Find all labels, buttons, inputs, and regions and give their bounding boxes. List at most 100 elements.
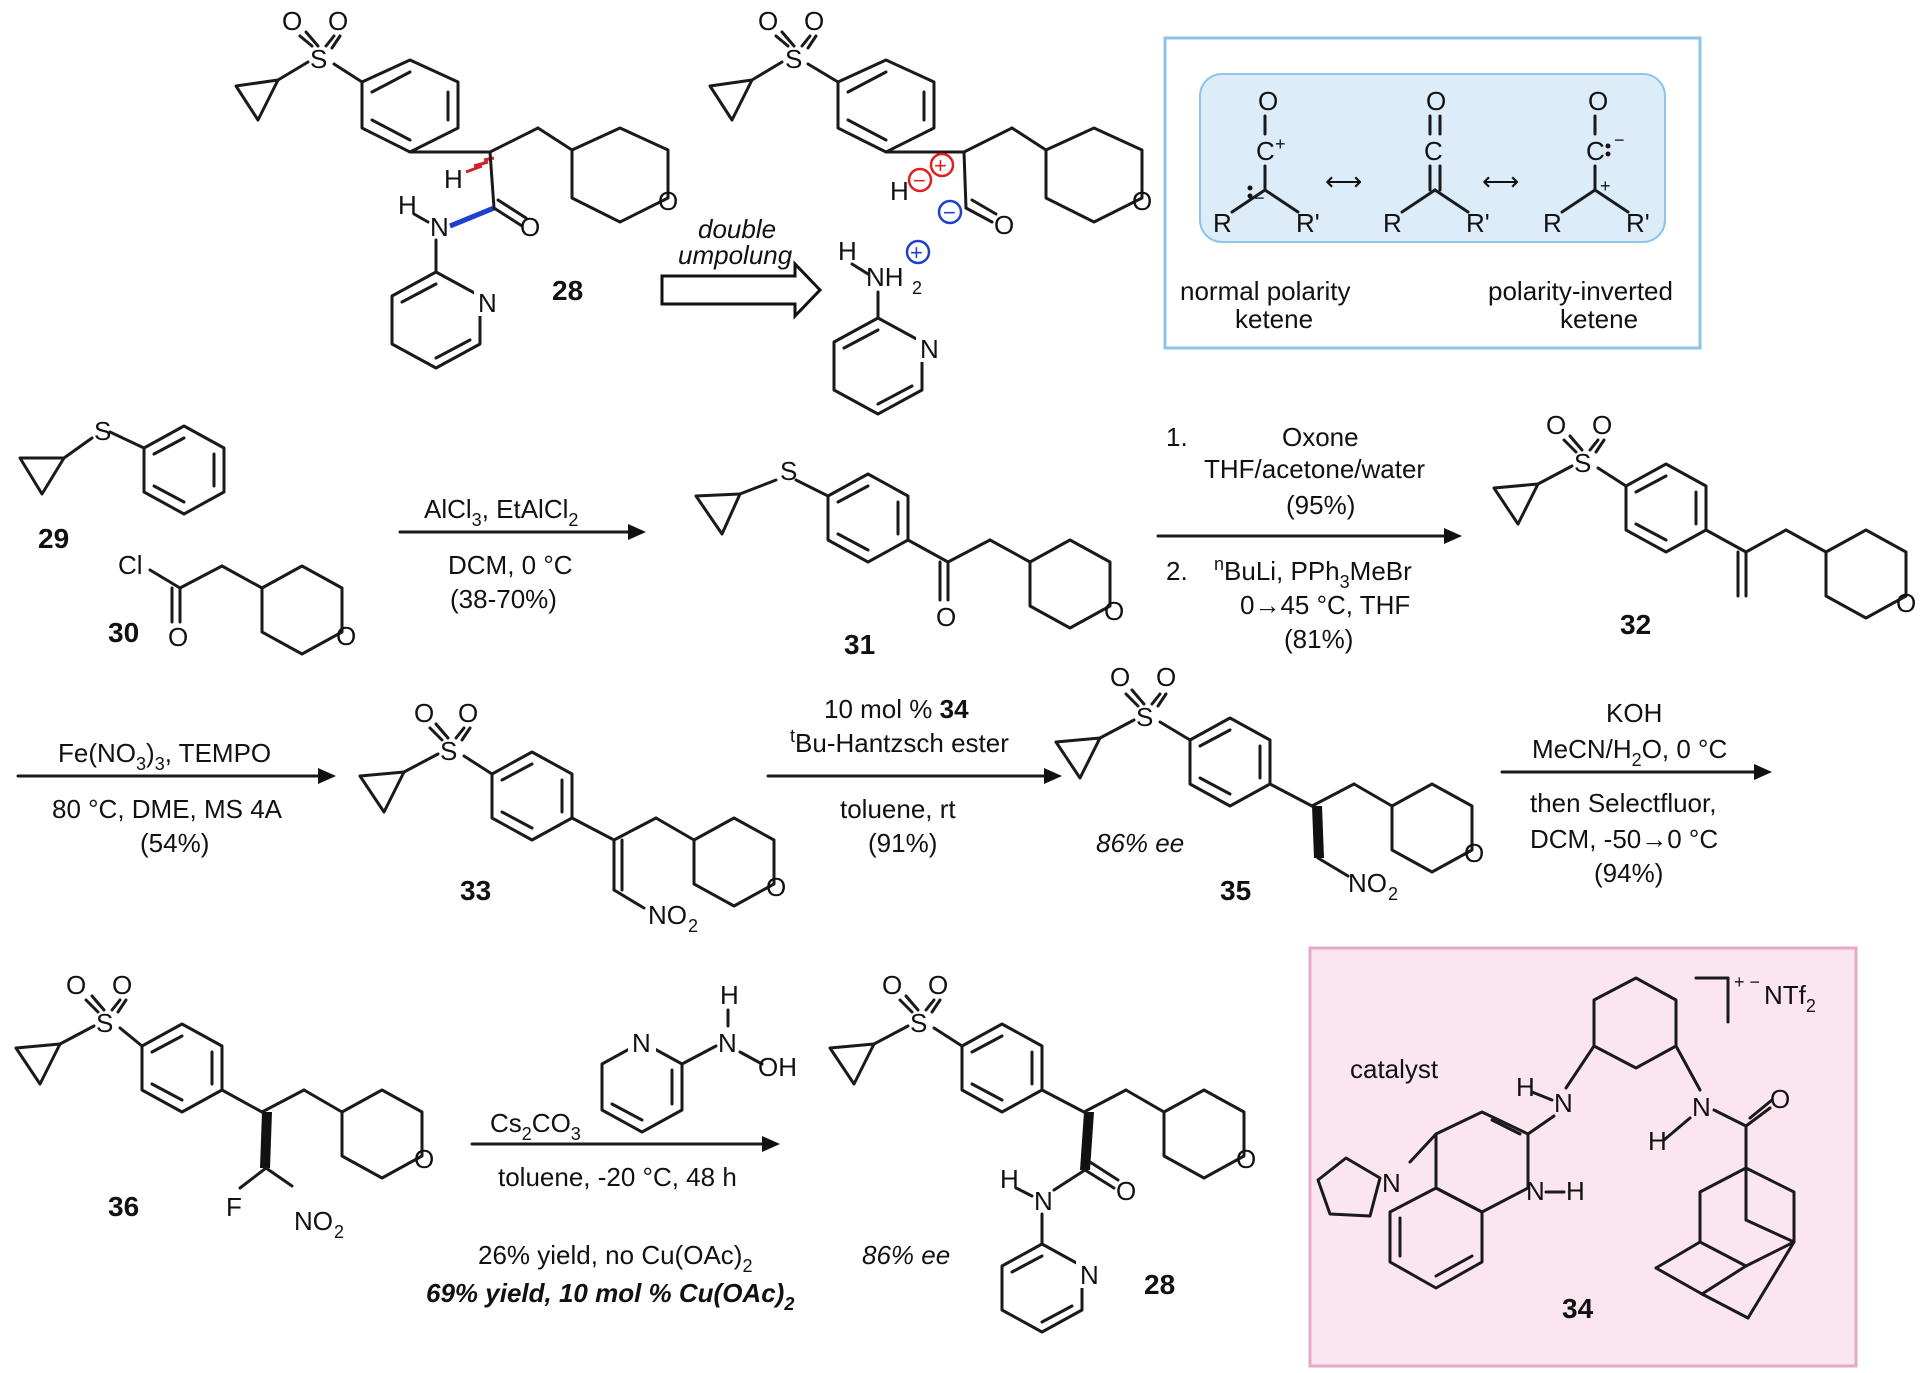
- svg-text:O: O: [112, 970, 132, 1000]
- label-31: 31: [844, 629, 875, 660]
- svg-text:toluene, rt: toluene, rt: [840, 794, 956, 824]
- svg-text:+ −: + −: [1734, 972, 1760, 992]
- svg-text:N: N: [1526, 1176, 1545, 1206]
- svg-text:O: O: [168, 622, 188, 652]
- resonance-arrow-1: ⟷: [1325, 166, 1362, 196]
- step-2: 1. Oxone THF/acetone/water (95%) 2. nBuL…: [1156, 422, 1462, 654]
- svg-text:S: S: [96, 1008, 113, 1038]
- label-33: 33: [460, 875, 491, 906]
- label-30: 30: [108, 617, 139, 648]
- svg-text:0→45 °C, THF: 0→45 °C, THF: [1240, 590, 1410, 620]
- step-5: KOH MeCN/H2O, 0 °C then Selectfluor, DCM…: [1500, 698, 1772, 888]
- svg-text:O: O: [414, 698, 434, 728]
- step-1: AlCl3, EtAlCl2 DCM, 0 °C (38-70%): [398, 494, 646, 614]
- svg-text:O: O: [1588, 86, 1608, 116]
- svg-text:double: double: [698, 214, 776, 244]
- svg-text:N: N: [718, 1028, 737, 1058]
- svg-text:O: O: [882, 970, 902, 1000]
- label-29: 29: [38, 523, 69, 554]
- svg-text:AlCl3, EtAlCl2: AlCl3, EtAlCl2: [424, 494, 578, 530]
- label-35: 35: [1220, 875, 1251, 906]
- svg-text:then Selectfluor,: then Selectfluor,: [1530, 788, 1716, 818]
- svg-text:S: S: [785, 44, 802, 74]
- svg-text:−: −: [1614, 130, 1625, 150]
- svg-text:O: O: [282, 6, 302, 36]
- label-28-bottom: 28: [1144, 1269, 1175, 1300]
- svg-text:O: O: [1464, 838, 1484, 868]
- svg-text:−: −: [913, 168, 926, 193]
- resonance-arrow-2: ⟷: [1482, 166, 1519, 196]
- svg-text:(95%): (95%): [1286, 490, 1355, 520]
- ketene-inner-box: [1199, 73, 1666, 243]
- svg-text:2.: 2.: [1166, 556, 1188, 586]
- svg-text:O: O: [414, 1144, 434, 1174]
- svg-text:H: H: [720, 980, 739, 1010]
- svg-text:H: H: [1516, 1072, 1535, 1102]
- svg-text:N: N: [632, 1028, 651, 1058]
- svg-text:NO: NO: [1348, 868, 1387, 898]
- svg-text:O: O: [1110, 662, 1130, 692]
- svg-text:S: S: [310, 44, 327, 74]
- label-34: 34: [1562, 1293, 1594, 1324]
- umpolung-intermediate: S O O O + − H − O: [708, 6, 1152, 240]
- svg-text:DCM, -50→0 °C: DCM, -50→0 °C: [1530, 824, 1718, 854]
- svg-text:2: 2: [912, 278, 922, 298]
- label-normal-polarity: normal polarity: [1180, 276, 1351, 306]
- svg-text:H: H: [890, 176, 909, 206]
- svg-text:nBuLi, PPh3MeBr: nBuLi, PPh3MeBr: [1214, 554, 1412, 592]
- svg-text:O: O: [1770, 1084, 1790, 1114]
- ketene-normal-polarity: O C + R R' −: [1213, 86, 1320, 238]
- svg-text:O: O: [1258, 86, 1278, 116]
- svg-text:O: O: [1592, 410, 1612, 440]
- svg-text:H: H: [838, 236, 857, 266]
- svg-text:NH: NH: [866, 262, 904, 292]
- svg-text:+: +: [934, 153, 947, 178]
- label-inverted-ketene: ketene: [1560, 304, 1638, 334]
- svg-text:O: O: [1132, 186, 1152, 216]
- svg-text:(81%): (81%): [1284, 624, 1353, 654]
- svg-text:C: C: [1586, 136, 1605, 166]
- svg-text:C: C: [1424, 136, 1443, 166]
- svg-text:S: S: [780, 456, 797, 486]
- compound-29: S 29: [18, 416, 226, 554]
- hydroxyaminopyridine-reagent: H N OH N: [600, 980, 797, 1134]
- ketene-resonance-panel: O C + R R' − ⟷ O C R R' ⟷: [1163, 36, 1702, 350]
- label-36: 36: [108, 1191, 139, 1222]
- svg-text:R: R: [1543, 208, 1562, 238]
- label-normal-ketene: ketene: [1235, 304, 1313, 334]
- svg-text:+: +: [1600, 176, 1611, 196]
- svg-text:+: +: [1275, 134, 1286, 154]
- svg-text:O: O: [1896, 588, 1916, 618]
- svg-text:N: N: [430, 212, 449, 242]
- compound-32: S O O O 32: [1492, 410, 1916, 640]
- svg-text:NO: NO: [294, 1206, 333, 1236]
- svg-text:toluene, -20 °C, 48 h: toluene, -20 °C, 48 h: [498, 1162, 737, 1192]
- svg-text:O: O: [804, 6, 824, 36]
- ee-35: 86% ee: [1096, 828, 1184, 858]
- svg-text:O: O: [1426, 86, 1446, 116]
- svg-text:N: N: [1034, 1186, 1053, 1216]
- svg-text:N: N: [1080, 1260, 1099, 1290]
- svg-text:R': R': [1466, 208, 1490, 238]
- catalyst-label: catalyst: [1350, 1054, 1439, 1084]
- svg-text:R': R': [1626, 208, 1650, 238]
- ee-28: 86% ee: [862, 1240, 950, 1270]
- svg-text:O: O: [658, 186, 678, 216]
- svg-text:N: N: [920, 334, 939, 364]
- svg-text:(54%): (54%): [140, 828, 209, 858]
- svg-text:S: S: [910, 1008, 927, 1038]
- svg-text:H: H: [1648, 1126, 1667, 1156]
- step-4: 10 mol % 34 tBu-Hantzsch ester toluene, …: [766, 694, 1062, 858]
- step-3: Fe(NO3)3, TEMPO 80 °C, DME, MS 4A (54%): [16, 738, 336, 858]
- svg-text:O: O: [1236, 1144, 1256, 1174]
- svg-text:(38-70%): (38-70%): [450, 584, 557, 614]
- svg-text:O: O: [766, 872, 786, 902]
- svg-text:Oxone: Oxone: [1282, 422, 1359, 452]
- ketene-neutral: O C R R': [1383, 86, 1490, 238]
- svg-text:2: 2: [334, 1222, 344, 1242]
- svg-text:H: H: [1566, 1176, 1585, 1206]
- catalyst-panel: catalyst + − NTf2 N H N H O N H: [1308, 946, 1858, 1368]
- compound-35: S O O NO 2 O 86% ee 35: [1054, 662, 1484, 906]
- svg-text:80 °C, DME, MS 4A: 80 °C, DME, MS 4A: [52, 794, 283, 824]
